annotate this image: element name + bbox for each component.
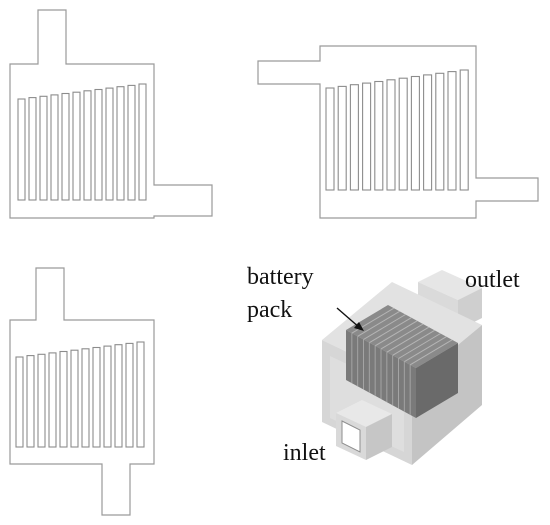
battery-cell (92, 346, 101, 448)
battery-cell (423, 74, 433, 191)
outlet-label: outlet (465, 267, 520, 293)
battery-cell (28, 97, 37, 201)
isometric-model (322, 270, 482, 465)
pack-top-separator (392, 329, 435, 356)
battery-cell (83, 90, 92, 201)
battery-cell (374, 80, 384, 191)
pack-top-separator (409, 339, 453, 366)
pack-top-separator (369, 317, 412, 344)
battery-cell (447, 71, 457, 191)
battery-cell (114, 344, 123, 448)
battery-cell (138, 83, 147, 201)
battery-cell (105, 87, 114, 201)
battery-cell (325, 87, 335, 191)
pack-top-separator (374, 320, 418, 347)
battery-cell (61, 92, 70, 201)
inlet-duct-side (366, 414, 392, 460)
battery-cell (26, 355, 35, 448)
battery-cell (17, 98, 26, 201)
inlet-label: inlet (283, 440, 326, 466)
battery-cell (59, 350, 68, 448)
layout-top-left (9, 9, 213, 219)
battery-cell (94, 88, 103, 201)
battery-cell (410, 75, 420, 191)
cell-group-bottom-left (15, 341, 145, 448)
pack-top-separator (363, 314, 406, 340)
battery-cell (125, 342, 134, 448)
battery-pack-side (416, 343, 458, 418)
channel-outline-top-right (257, 45, 539, 219)
battery-cell (337, 85, 347, 191)
battery-cell (127, 84, 136, 201)
cell-group-top-left (17, 83, 147, 201)
battery-pack-arrowhead (354, 322, 364, 331)
battery-cell (37, 353, 46, 448)
battery-cell (362, 82, 372, 191)
battery-cell (81, 348, 90, 448)
battery-pack-arrow (336, 307, 361, 329)
battery-cell (39, 95, 48, 201)
battery-cell (116, 86, 125, 201)
pack-top-separator (404, 336, 447, 363)
inlet-duct-top (336, 400, 392, 427)
battery-label-line2: pack (247, 297, 292, 323)
outlet-duct-top (418, 270, 482, 300)
battery-cell (349, 84, 359, 191)
battery-cell (435, 72, 445, 191)
battery-cell (50, 94, 59, 201)
battery-label-line1: battery (247, 264, 314, 290)
pack-top-separator (380, 323, 424, 350)
layout-bottom-left (9, 267, 155, 516)
battery-cell (72, 91, 81, 201)
cell-group-top-right (325, 69, 469, 191)
pack-top-separator (386, 326, 430, 353)
battery-cell (386, 79, 396, 191)
pack-top-separator (398, 333, 441, 359)
battery-cell (103, 345, 112, 448)
battery-cell (136, 341, 145, 448)
layout-top-right (257, 45, 539, 219)
battery-cell (15, 356, 24, 448)
battery-cell (398, 77, 408, 191)
pack-top-separator (357, 310, 400, 337)
battery-cell (48, 352, 57, 448)
battery-cell (459, 69, 469, 191)
inlet-opening (341, 420, 361, 453)
battery-cell (70, 349, 79, 448)
